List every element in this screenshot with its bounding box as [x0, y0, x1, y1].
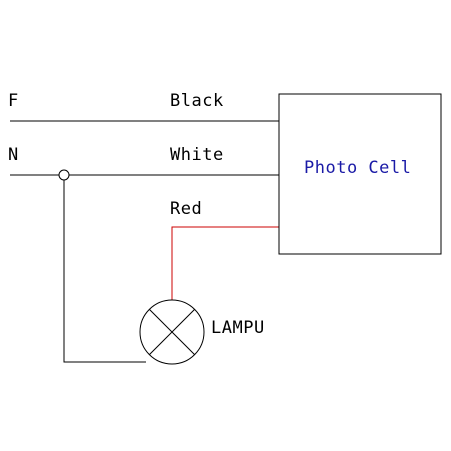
- lamp-label: LAMPU: [211, 318, 265, 338]
- red-wire: [171, 226, 279, 301]
- photo-cell-label: Photo Cell: [304, 158, 412, 178]
- black-wire-label: Black: [170, 91, 224, 111]
- neutral-label: N: [8, 145, 19, 165]
- junction-node: [58, 169, 70, 181]
- red-wire-label: Red: [170, 199, 203, 219]
- white-wire-label: White: [170, 145, 224, 165]
- neutral-to-lamp-wire: [63, 175, 146, 363]
- photo-cell-box: [278, 93, 442, 255]
- phase-label: F: [8, 91, 19, 111]
- lamp-icon: [139, 299, 205, 365]
